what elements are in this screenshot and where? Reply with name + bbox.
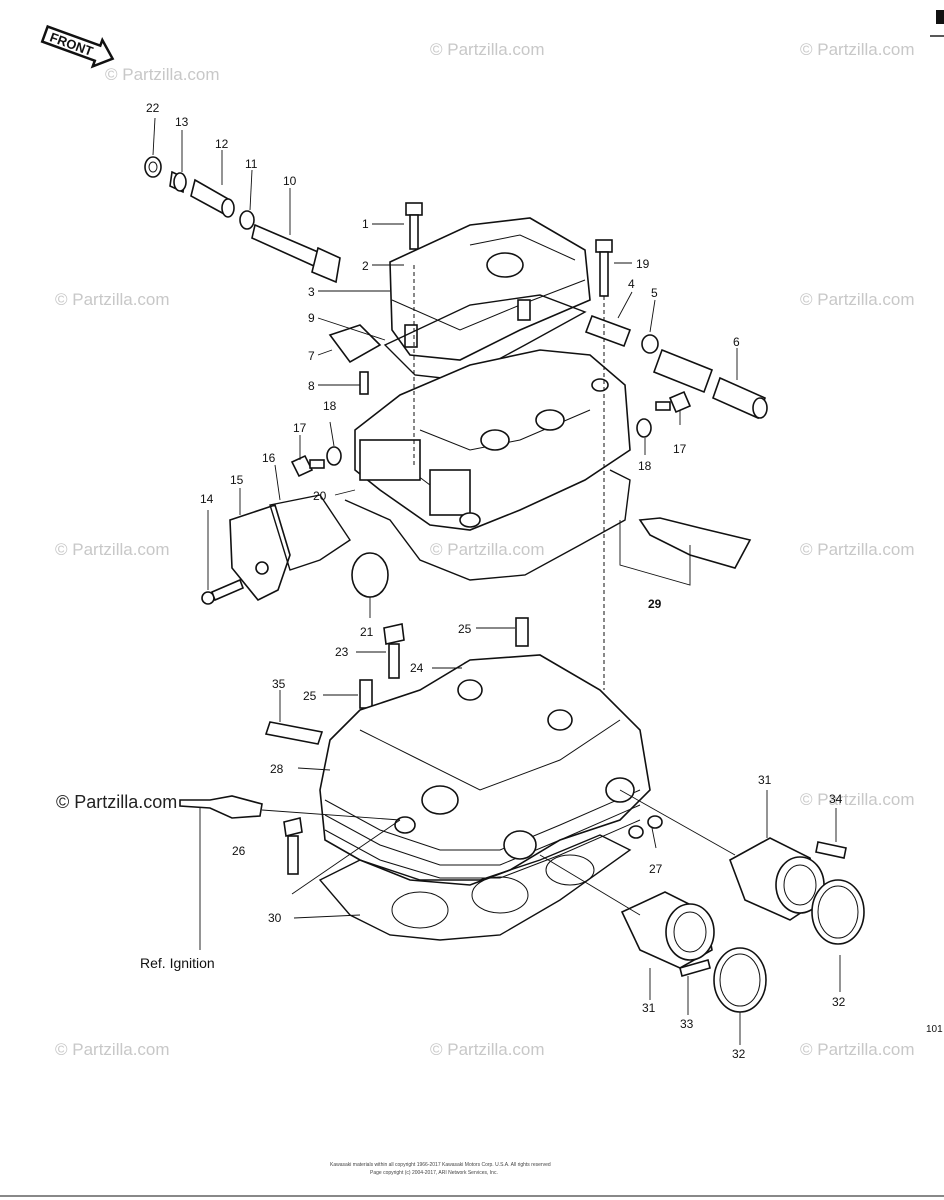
callout-32-right: 32: [832, 995, 846, 1009]
stud-35: [264, 721, 324, 745]
callout-31-right: 31: [758, 773, 772, 787]
callout-5: 5: [651, 286, 658, 300]
callout-17-left: 17: [293, 421, 307, 435]
callout-33: 33: [680, 1017, 694, 1031]
cam-holder: [354, 349, 631, 531]
watermark: © Partzilla.com: [55, 1040, 170, 1059]
callout-17-right: 17: [673, 442, 687, 456]
callout-4: 4: [628, 277, 635, 291]
o-ring-18-left: [326, 446, 342, 466]
callout-29: 29: [648, 597, 662, 611]
watermark: © Partzilla.com: [800, 290, 915, 309]
clamp-32-right: [811, 879, 865, 945]
ref-ignition-label: Ref. Ignition: [140, 955, 215, 971]
callout-16: 16: [262, 451, 276, 465]
bolt-34: [815, 841, 847, 859]
callout-19: 19: [636, 257, 650, 271]
bolt-33: [679, 959, 711, 977]
tach-drive-parts: [144, 156, 341, 284]
callout-14: 14: [200, 492, 214, 506]
callout-7: 7: [308, 349, 315, 363]
nut-27: [628, 815, 663, 839]
copyright-line-1: Kawasaki materials within all copyright …: [330, 1162, 551, 1168]
watermark-strong: © Partzilla.com: [56, 792, 177, 812]
bolt-14: [201, 578, 245, 605]
callout-8: 8: [308, 379, 315, 393]
watermarks: © Partzilla.com © Partzilla.com © Partzi…: [55, 40, 915, 1059]
callout-26: 26: [232, 844, 246, 858]
head-cover-gasket: [383, 294, 587, 381]
clamp-32-left: [713, 947, 767, 1013]
watermark: © Partzilla.com: [430, 540, 545, 559]
bolt-17-right: [655, 390, 692, 414]
cylinder-head: [319, 654, 651, 886]
head-gasket: [318, 834, 632, 941]
callout-20: 20: [313, 489, 327, 503]
spark-plug: [179, 795, 263, 819]
plug-21: [351, 552, 389, 598]
callout-11: 11: [245, 157, 258, 171]
bolt-26: [283, 817, 303, 875]
callout-21: 21: [360, 625, 374, 639]
callout-23: 23: [335, 645, 349, 659]
page-code: 101: [926, 1024, 943, 1035]
carb-holder-31-left: [620, 891, 715, 969]
watermark: © Partzilla.com: [55, 540, 170, 559]
breather-cover: [229, 494, 351, 602]
callout-12: 12: [215, 137, 229, 151]
carb-holder-31-right: [729, 837, 825, 921]
callout-30: 30: [268, 911, 282, 925]
bolt-17-left: [290, 454, 325, 478]
callout-32-left: 32: [732, 1047, 746, 1061]
callout-28: 28: [270, 762, 284, 776]
bolt-23: [383, 623, 405, 679]
callout-18-left: 18: [323, 399, 337, 413]
callout-25-right: 25: [458, 622, 472, 636]
watermark: © Partzilla.com: [800, 1040, 915, 1059]
dowel-25-left: [359, 679, 373, 709]
cylinder-head-cover: [389, 217, 591, 361]
callout-34: 34: [829, 792, 843, 806]
callout-27: 27: [649, 862, 663, 876]
watermark: © Partzilla.com: [55, 290, 170, 309]
callout-13: 13: [175, 115, 189, 129]
callout-9: 9: [308, 311, 315, 325]
watermark: © Partzilla.com: [430, 1040, 545, 1059]
plate-7: [328, 324, 382, 395]
leader-lines: [152, 117, 841, 1045]
callout-1: 1: [362, 217, 369, 231]
cam-holder-gasket: [344, 469, 631, 581]
callout-6: 6: [733, 335, 740, 349]
sealant-tube: [619, 517, 752, 586]
callout-22: 22: [146, 101, 160, 115]
callout-3: 3: [308, 285, 315, 299]
watermark: © Partzilla.com: [430, 40, 545, 59]
watermark: © Partzilla.com: [800, 40, 915, 59]
callout-24: 24: [410, 661, 424, 675]
callout-31-left: 31: [642, 1001, 656, 1015]
callout-2: 2: [362, 259, 369, 273]
callout-25-left: 25: [303, 689, 317, 703]
callouts: 1 2 3 4 5 6 7 8 9 10 11 12 13 14 15 16 1…: [146, 101, 846, 1061]
callout-10: 10: [283, 174, 297, 188]
bolt-19: [595, 239, 613, 297]
o-ring-18-right: [636, 418, 652, 438]
shaft-parts-4-6: [584, 314, 768, 420]
dowel-25-right: [515, 617, 529, 647]
corner-mark: [936, 10, 944, 24]
watermark: © Partzilla.com: [800, 540, 915, 559]
callout-18-right: 18: [638, 459, 652, 473]
copyright-line-2: Page copyright (c) 2004-2017, ARI Networ…: [370, 1170, 498, 1176]
callout-15: 15: [230, 473, 244, 487]
watermark: © Partzilla.com: [105, 65, 220, 84]
watermark: © Partzilla.com: [800, 790, 915, 809]
callout-35: 35: [272, 677, 286, 691]
